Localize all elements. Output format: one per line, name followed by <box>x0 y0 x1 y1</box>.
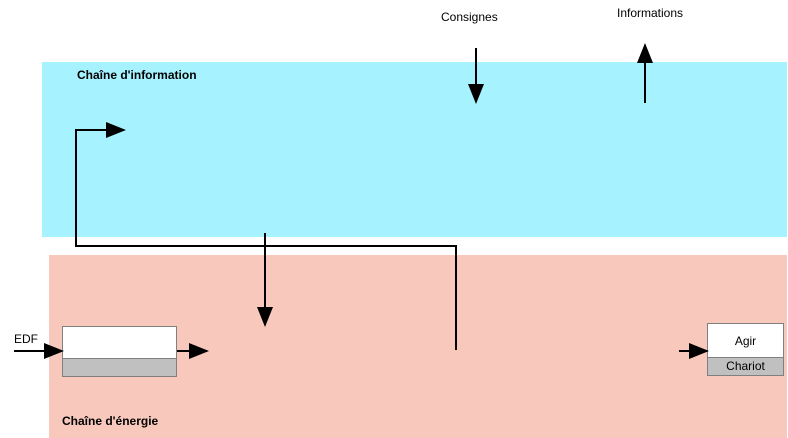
information-chain-title: Chaîne d'information <box>77 68 197 82</box>
energy-chain-title: Chaîne d'énergie <box>62 414 159 428</box>
chariot-component: Chariot <box>707 357 784 376</box>
edf-label: EDF <box>14 332 38 346</box>
agir-block: Agir <box>707 323 784 358</box>
consignes-label: Consignes <box>441 10 498 24</box>
loop-arrow <box>75 122 457 350</box>
informations-label: Informations <box>617 6 684 20</box>
alimenter-component <box>62 358 177 377</box>
information-chain-zone <box>42 62 787 237</box>
